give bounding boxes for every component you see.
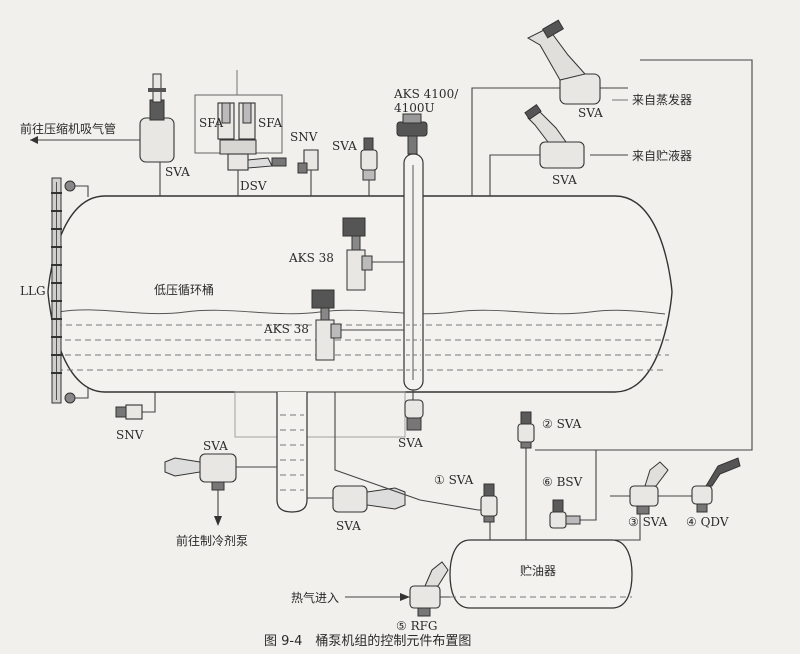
label-from-receiver: 来自贮液器	[632, 148, 692, 163]
rfg-valve-5	[409, 561, 449, 617]
llg-level-glass	[51, 177, 89, 404]
label-sva-1: ① SVA	[434, 473, 474, 487]
qdv-valve-4	[691, 457, 741, 513]
sva-valve-from-receiver	[524, 104, 585, 169]
label-bsv-6: ⑥ BSV	[542, 475, 583, 489]
label-to-compressor: 前往压缩机吸气管	[20, 121, 116, 136]
label-aks4100-line1: AKS 4100/	[393, 87, 459, 101]
label-sva-pump-left: SVA	[203, 439, 228, 453]
figure-caption: 图 9-4 桶泵机组的控制元件布置图	[264, 633, 471, 649]
label-aks4100-line2: 4100U	[394, 101, 435, 115]
sva-valve-pump-left	[164, 453, 277, 526]
sva-valve-1	[480, 483, 498, 523]
label-llg: LLG	[20, 284, 46, 298]
label-sva-pump-right: SVA	[336, 519, 361, 533]
label-sva-evap: SVA	[578, 106, 603, 120]
support-frame	[234, 391, 406, 438]
sfa-dsv-valve-group	[194, 70, 287, 196]
snv-valve-bottom	[115, 392, 156, 420]
sva-valve-from-evaporator	[526, 19, 628, 105]
label-sva-receiver: SVA	[552, 173, 577, 187]
label-sva-2: ② SVA	[542, 417, 582, 431]
label-aks38-lower: AKS 38	[263, 322, 309, 336]
label-dsv: DSV	[240, 179, 267, 193]
sva-valve-top-mid	[360, 137, 378, 196]
label-from-evaporator: 来自蒸发器	[632, 92, 692, 107]
label-oil-tank: 贮油器	[520, 563, 556, 578]
pump-suction-leg	[276, 392, 308, 513]
label-qdv-4: ④ QDV	[686, 515, 729, 529]
sva-valve-3	[629, 461, 669, 515]
label-vessel-name: 低压循环桶	[154, 282, 214, 297]
label-snv-bottom: SNV	[116, 428, 144, 442]
aks38-lower-switch	[311, 289, 342, 361]
label-sva-top-mid: SVA	[332, 139, 357, 153]
oil-tank	[449, 539, 633, 609]
label-to-pump: 前往制冷剂泵	[176, 533, 248, 548]
sva-valve-2	[517, 411, 535, 449]
bsv-valve-6	[549, 499, 581, 529]
label-sfa-2: SFA	[258, 116, 283, 130]
label-rfg-5: ⑤ RFG	[396, 619, 438, 633]
label-sva-3: ③ SVA	[628, 515, 668, 529]
label-aks38-upper: AKS 38	[288, 251, 334, 265]
sva-valve-under-vessel	[404, 390, 424, 431]
sva-valve-top-left	[30, 73, 175, 196]
label-sva-under-vessel: SVA	[398, 436, 423, 450]
aks38-upper-switch	[342, 217, 373, 291]
low-pressure-vessel	[47, 195, 673, 393]
snv-valve-top	[297, 149, 319, 196]
label-sva-top-left: SVA	[165, 165, 190, 179]
label-sfa-1: SFA	[199, 116, 224, 130]
sva-valve-pump-right	[307, 485, 406, 513]
label-hot-gas-in: 热气进入	[291, 590, 339, 605]
label-snv-top: SNV	[290, 130, 318, 144]
